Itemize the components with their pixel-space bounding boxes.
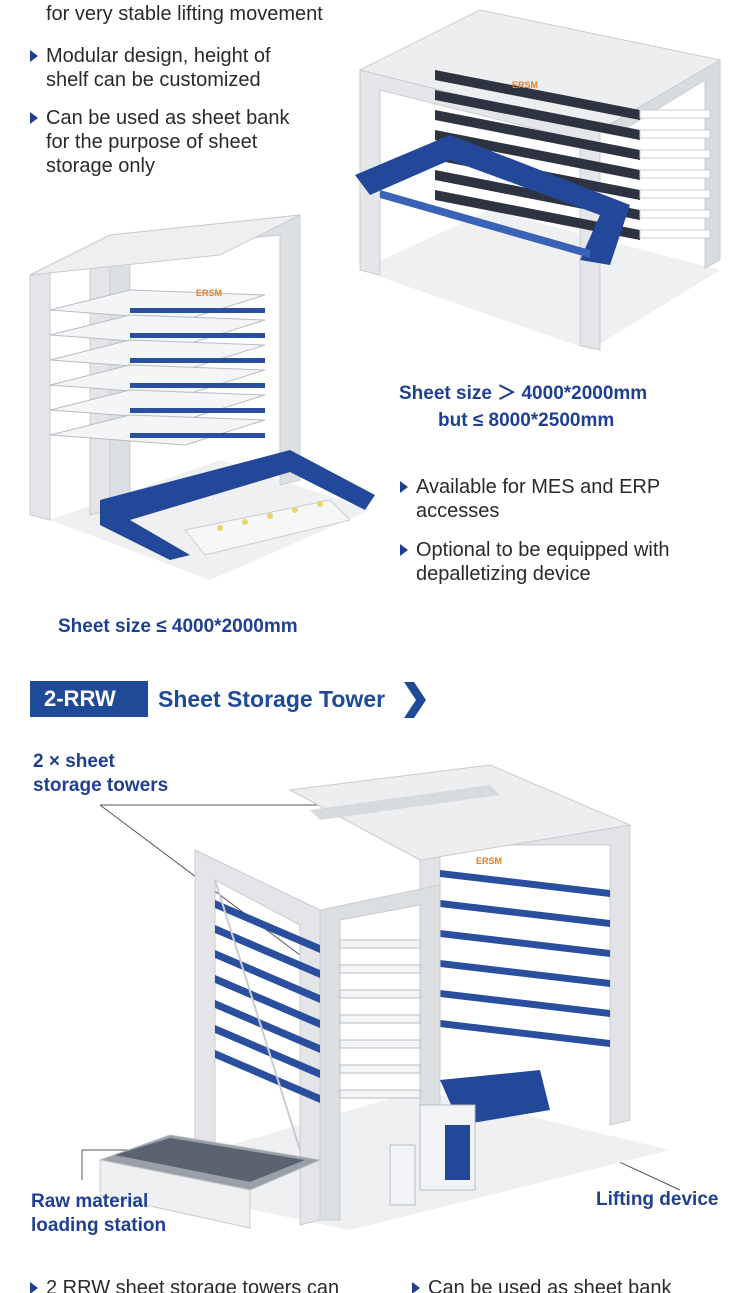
right-bullet-1: Optional to be equipped with depalletizi…	[400, 538, 670, 586]
storage-rack-large-illustration: ERSM	[355, 9, 722, 351]
sheet-size-range-line1: Sheet size ＞ 4000*2000mm	[399, 383, 648, 404]
callout-lifting-device: Lifting device	[596, 1189, 719, 1210]
bullet-triangle-icon	[400, 544, 408, 556]
top-bullet-1: Modular design, height of shelf can be c…	[30, 44, 271, 92]
bullet-text: Available for MES and ERP accesses	[416, 476, 661, 522]
badge-arrow-icon	[130, 681, 148, 717]
brand-logo: ERSM	[196, 288, 222, 298]
bullet-text: 2 RRW sheet storage towers can	[46, 1277, 340, 1293]
brand-logo: ERSM	[512, 80, 538, 90]
left-sheet-size-caption: Sheet size ≤ 4000*2000mm	[58, 616, 298, 637]
bottom-bullet-0: 2 RRW sheet storage towers can	[30, 1276, 339, 1293]
bullet-text: Can be used as sheet bank for the purpos…	[46, 107, 290, 177]
chevron-right-icon	[404, 682, 426, 718]
bullet-text: Modular design, height of shelf can be c…	[46, 45, 271, 91]
bullet-text: for very stable lifting movement	[46, 3, 323, 25]
storage-rack-small-illustration: ERSM	[29, 214, 375, 580]
right-bullet-0: Available for MES and ERP accesses	[400, 475, 660, 523]
bullet-text: Optional to be equipped with depalletizi…	[416, 539, 670, 585]
bullet-triangle-icon	[400, 481, 408, 493]
section-badge: 2-RRW	[30, 681, 148, 717]
bullet-triangle-icon	[30, 50, 38, 62]
sheet-size-range-line2: but ≤ 8000*2500mm	[438, 410, 615, 431]
callout-raw-material-station: Raw material loading station	[31, 1191, 167, 1236]
bullet-triangle-icon	[412, 1282, 420, 1293]
callout-storage-towers: 2 × sheet storage towers	[33, 751, 169, 796]
dual-tower-illustration: ERSM	[81, 764, 681, 1230]
section-title: Sheet Storage Tower	[158, 686, 386, 712]
bullet-text: Can be used as sheet bank	[428, 1277, 672, 1293]
top-bullet-2: Can be used as sheet bank for the purpos…	[30, 106, 290, 178]
bullet-triangle-icon	[30, 112, 38, 124]
brand-logo: ERSM	[476, 856, 502, 866]
bottom-bullet-1: Can be used as sheet bank	[412, 1276, 672, 1293]
top-bullet-0: for very stable lifting movement	[46, 2, 323, 26]
bullet-triangle-icon	[30, 1282, 38, 1293]
